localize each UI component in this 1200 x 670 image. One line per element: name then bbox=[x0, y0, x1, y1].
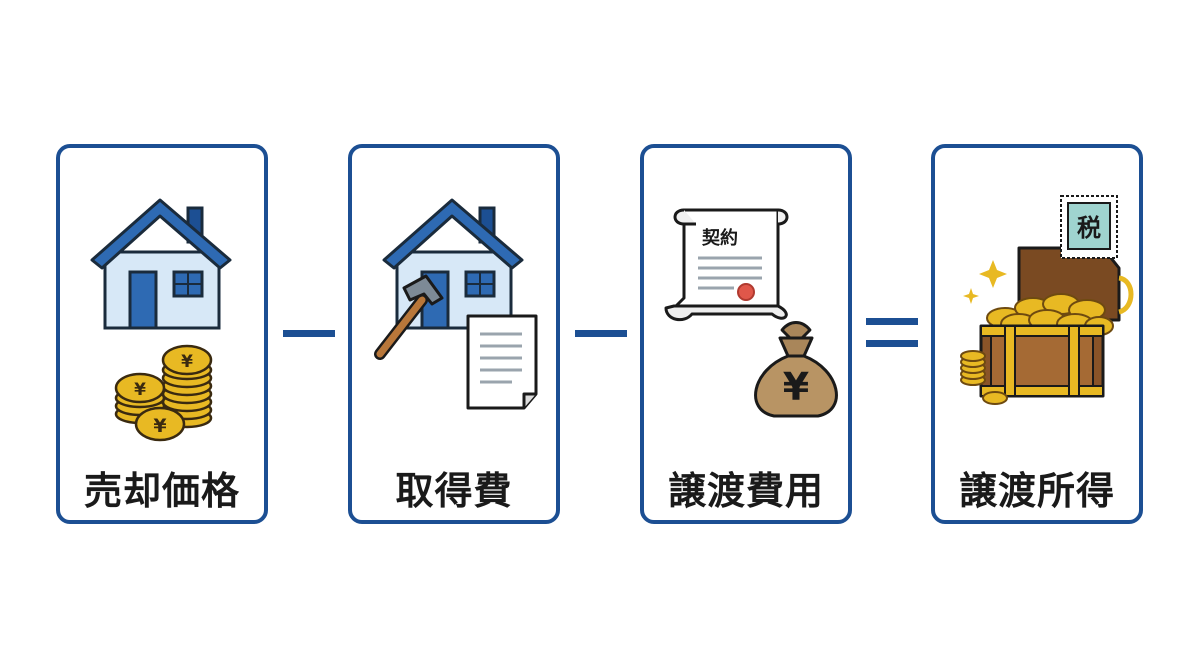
house-icon bbox=[382, 198, 524, 330]
card-transfer-income: 税 譲渡所得 bbox=[931, 144, 1143, 524]
minus-operator bbox=[283, 330, 335, 337]
contract-scroll-icon: 契約 bbox=[664, 208, 789, 322]
house-icon bbox=[90, 198, 232, 330]
card-label: 譲渡費用 bbox=[667, 469, 824, 513]
yen-symbol: ¥ bbox=[181, 352, 193, 372]
sparkle-icon bbox=[963, 260, 1007, 304]
contract-title: 契約 bbox=[701, 227, 738, 249]
yen-symbol: ¥ bbox=[153, 415, 166, 437]
yen-money-bag-icon: ¥ bbox=[754, 321, 838, 418]
minus-operator bbox=[575, 330, 627, 337]
tax-label: 税 bbox=[1077, 214, 1101, 242]
card-transfer-cost: 契約 ¥ 譲渡費用 bbox=[640, 144, 852, 524]
document-icon bbox=[466, 314, 538, 410]
yen-symbol: ¥ bbox=[783, 365, 809, 409]
yen-symbol: ¥ bbox=[134, 380, 146, 400]
card-label: 取得費 bbox=[395, 469, 513, 513]
card-acquisition-cost: 取得費 bbox=[348, 144, 560, 524]
tax-stamp-icon: 税 bbox=[1060, 195, 1118, 259]
hammer-icon bbox=[374, 274, 444, 360]
yen-coins-icon: ¥ ¥ ¥ bbox=[114, 344, 213, 442]
treasure-chest-icon bbox=[960, 246, 1134, 405]
card-label: 譲渡所得 bbox=[958, 469, 1115, 513]
card-label: 売却価格 bbox=[83, 469, 240, 513]
card-sale-price: ¥ ¥ ¥ 売却価格 bbox=[56, 144, 268, 524]
equals-operator bbox=[866, 318, 918, 350]
